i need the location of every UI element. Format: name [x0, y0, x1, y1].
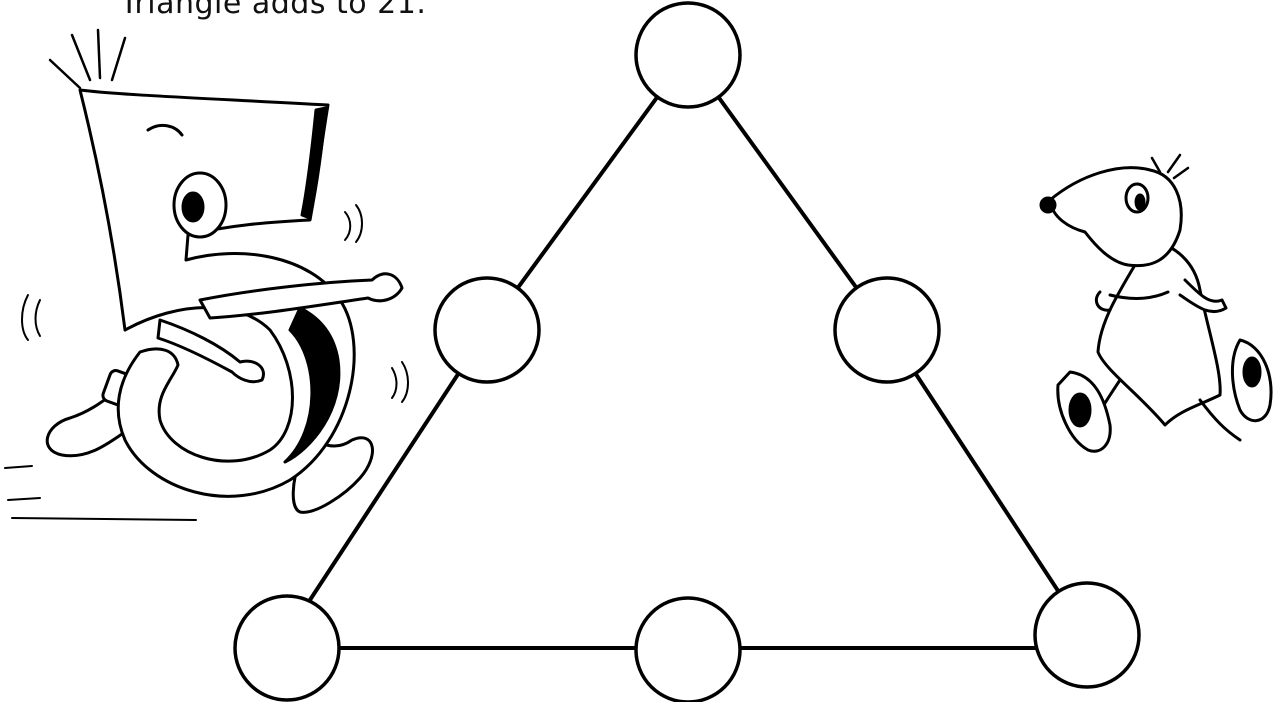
running-five-cartoon [5, 30, 408, 520]
circle-left-middle[interactable] [435, 278, 539, 382]
circle-top[interactable] [636, 3, 740, 107]
triangle-edges [287, 55, 1087, 648]
running-dog-cartoon [1041, 155, 1271, 451]
circle-right-middle[interactable] [835, 278, 939, 382]
circle-bottom-middle[interactable] [636, 598, 740, 702]
edge-top-right-lower [887, 330, 1087, 635]
circle-bottom-right[interactable] [1035, 583, 1139, 687]
circle-bottom-left[interactable] [235, 596, 339, 700]
